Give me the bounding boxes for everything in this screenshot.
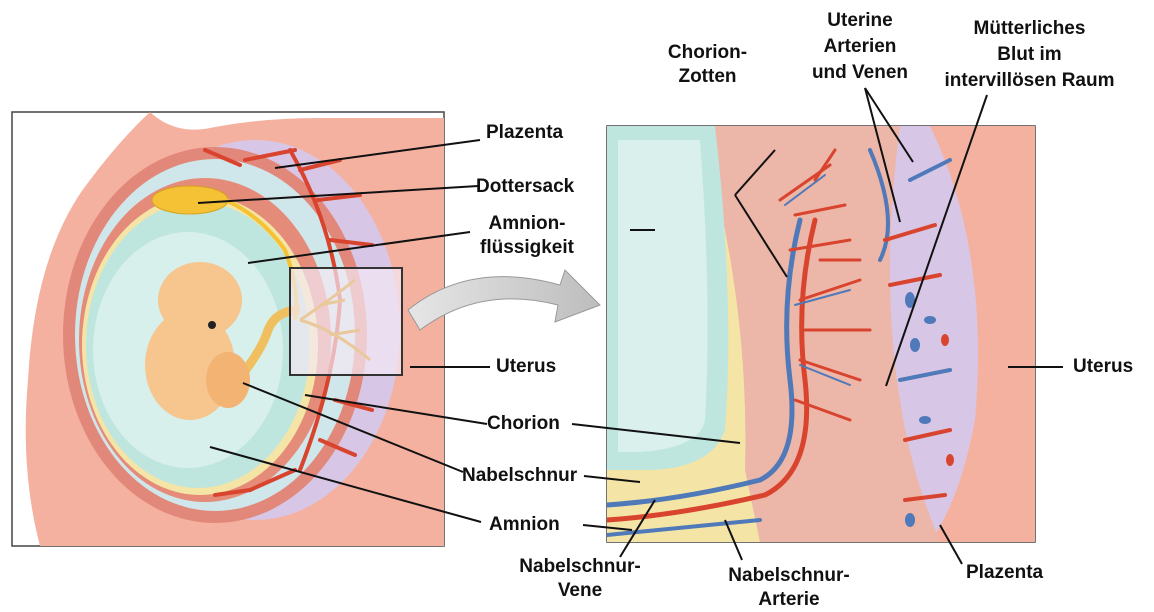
yolk-sac <box>152 186 228 214</box>
label-muetter-1: Mütterliches <box>922 18 1137 40</box>
label-chorion-zotten-2: Zotten <box>650 66 765 88</box>
label-uterine-3: und Venen <box>800 62 920 84</box>
label-plazenta-left: Plazenta <box>486 122 563 144</box>
label-uterine-1: Uterine <box>800 10 920 32</box>
left-panel <box>12 112 444 546</box>
label-plazenta-right: Plazenta <box>966 562 1043 584</box>
label-amnion-fluid-1: Amnion- <box>470 213 584 235</box>
label-chorion: Chorion <box>487 413 560 435</box>
label-uterine-2: Arterien <box>800 36 920 58</box>
label-muetter-3: intervillösen Raum <box>922 70 1137 92</box>
label-nabelschnur-arterie-1: Nabelschnur- <box>714 565 864 587</box>
label-uterus-right: Uterus <box>1073 356 1133 378</box>
label-nabelschnur: Nabelschnur <box>462 465 577 487</box>
label-amnion-fluid-2: flüssigkeit <box>470 237 584 259</box>
label-nabelschnur-arterie-2: Arterie <box>714 589 864 611</box>
label-nabelschnur-vene-2: Vene <box>510 580 650 602</box>
label-amnion: Amnion <box>489 514 560 536</box>
label-uterus-mid: Uterus <box>496 356 556 378</box>
label-dottersack: Dottersack <box>476 176 574 198</box>
label-muetter-2: Blut im <box>922 44 1137 66</box>
label-nabelschnur-vene-1: Nabelschnur- <box>510 556 650 578</box>
right-panel <box>607 126 1035 542</box>
label-chorion-zotten-1: Chorion- <box>650 42 765 64</box>
